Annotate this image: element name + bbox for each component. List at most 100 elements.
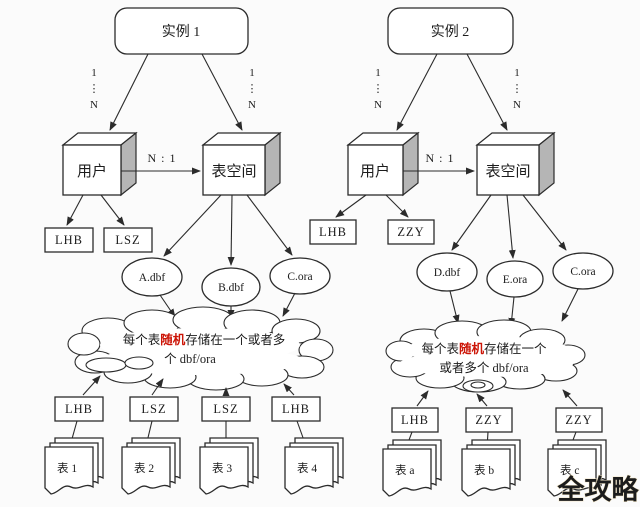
- datafile-node: B.dbf: [201, 267, 261, 307]
- table-label: 表 a: [395, 463, 414, 477]
- datafile-label: C.ora: [287, 271, 312, 283]
- cardinality-n: N: [374, 99, 382, 111]
- cloud-text-line1: 每个表随机存储在一个: [421, 341, 547, 356]
- table-label: 表 b: [474, 463, 494, 477]
- datafile-node: D.dbf: [416, 252, 478, 292]
- table-label: 表 4: [297, 461, 317, 475]
- user-box: [62, 144, 122, 196]
- tablespace-node: 表空间: [475, 131, 556, 197]
- datafile-label: A.dbf: [139, 272, 166, 284]
- datafile-label: E.ora: [503, 274, 528, 286]
- table-label: 表 c: [560, 463, 579, 477]
- right-cardinality-user: 1 ⋮ N: [373, 67, 384, 111]
- cardinality-one: 1: [91, 67, 97, 79]
- schema-label: LHB: [319, 225, 347, 239]
- table-stack: 表 2: [121, 437, 181, 495]
- datafile-label: B.dbf: [218, 282, 244, 294]
- datafile-ellipse: [269, 257, 331, 295]
- segment-box: [129, 396, 179, 422]
- relation-label: N : 1: [148, 151, 177, 165]
- relation-label: N : 1: [426, 151, 455, 165]
- table-stack: 表 b: [461, 439, 521, 497]
- schema-node: LSZ: [103, 227, 153, 253]
- watermark-text: 全攻略: [557, 474, 640, 505]
- segment-box: [54, 396, 104, 422]
- datafile-label: C.ora: [570, 266, 595, 278]
- left-cardinality-tablespace: 1 ⋮ N: [247, 67, 258, 111]
- segment-box: [391, 407, 439, 433]
- connector-cora-cloud: [561, 288, 579, 322]
- connector-instance-user: [109, 53, 149, 131]
- cloud-text-line2: 或者多个 dbf/ora: [439, 361, 529, 375]
- cardinality-n: N: [513, 99, 521, 111]
- segment-node: ZZY: [555, 407, 603, 433]
- cardinality-dots: ⋮: [247, 83, 258, 95]
- storage-cloud: 每个表随机存储在一个 或者多个 dbf/ora: [385, 319, 586, 393]
- datafile-node: C.ora: [552, 252, 614, 290]
- segment-label: LHB: [401, 413, 429, 427]
- segment-label: LHB: [65, 402, 93, 416]
- schema-node: LHB: [44, 227, 94, 253]
- segment-node: LHB: [54, 396, 104, 422]
- table-stack: 表 1: [44, 437, 104, 495]
- storage-cloud: 每个表随机存储在一个或者多 个 dbf/ora: [67, 306, 334, 391]
- connector-tablespace-cora: [246, 194, 293, 256]
- cardinality-n: N: [90, 99, 98, 111]
- cloud-swirl: [470, 381, 486, 389]
- instance-2-label: 实例 2: [431, 24, 470, 40]
- connector-user-lsz: [100, 194, 125, 226]
- segment-node: LHB: [391, 407, 439, 433]
- connector-instance-tablespace: [466, 53, 508, 131]
- segment-label: LHB: [282, 402, 310, 416]
- tablespace-label: 表空间: [211, 163, 256, 180]
- datafile-node: A.dbf: [121, 257, 183, 297]
- cardinality-one: 1: [514, 67, 520, 79]
- instance-1-node: 实例 1: [114, 7, 249, 55]
- connector-segment-cloud: [283, 383, 295, 396]
- connector-segment-cloud: [151, 378, 164, 396]
- instance-2-box: [387, 7, 514, 55]
- segment-label: ZZY: [565, 413, 592, 427]
- connector-tablespace-eora: [506, 194, 516, 259]
- instance-1-label: 实例 1: [162, 24, 201, 40]
- connector-adbf-cloud: [159, 294, 176, 318]
- instance-1-box: [114, 7, 249, 55]
- connector-user-lhb: [335, 194, 367, 218]
- right-diagram: 实例 2 1 ⋮ N 1 ⋮ N 用户 表空间 N : 1: [309, 7, 614, 497]
- table-label: 表 1: [57, 461, 77, 475]
- schema-node: LHB: [309, 219, 357, 245]
- connector-segment-cloud: [82, 375, 101, 396]
- table-stack: 表 3: [199, 437, 259, 495]
- schema-label: LSZ: [115, 233, 140, 247]
- connector-user-lhb: [66, 194, 84, 226]
- connector-tablespace-cora: [522, 194, 567, 251]
- user-label: 用户: [360, 163, 390, 180]
- cardinality-n: N: [248, 99, 256, 111]
- connector-tablespace-ddbf: [451, 194, 492, 251]
- schema-box: [387, 219, 435, 245]
- cardinality-dots: ⋮: [512, 83, 523, 95]
- cardinality-one: 1: [249, 67, 255, 79]
- cloud-text-line2: 个 dbf/ora: [164, 352, 216, 366]
- connector-segment-cloud: [562, 389, 578, 407]
- schema-node: ZZY: [387, 219, 435, 245]
- segment-box: [271, 396, 321, 422]
- datafile-ellipse: [486, 260, 544, 298]
- connector-cora-cloud: [282, 292, 296, 317]
- connector-user-zzy: [385, 194, 409, 218]
- cardinality-one: 1: [375, 67, 381, 79]
- table-stack: 表 a: [382, 439, 442, 497]
- datafile-ellipse: [552, 252, 614, 290]
- schema-box: [309, 219, 357, 245]
- connector-ddbf-cloud: [449, 290, 460, 324]
- table-stack: 表 c: [547, 439, 607, 497]
- left-cardinality-user: 1 ⋮ N: [89, 67, 100, 111]
- datafile-ellipse: [416, 252, 478, 292]
- connector-instance-user: [396, 53, 438, 131]
- datafile-ellipse: [121, 257, 183, 297]
- cardinality-dots: ⋮: [89, 83, 100, 95]
- tablespace-label: 表空间: [485, 163, 530, 180]
- connector-tablespace-bdbf: [227, 194, 235, 266]
